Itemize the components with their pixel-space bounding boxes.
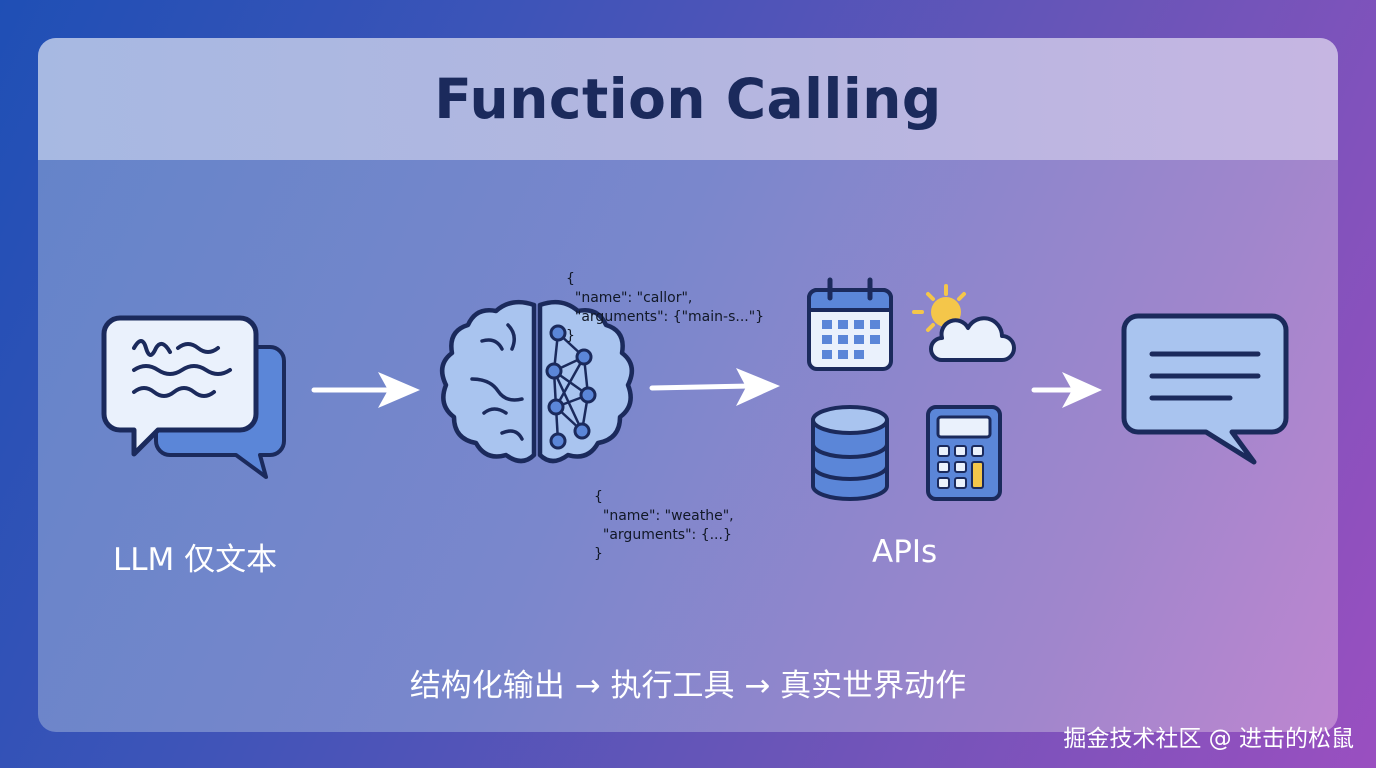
chat-bubbles-icon bbox=[101, 315, 286, 479]
arrow-right-icon bbox=[1031, 372, 1102, 408]
calculator-icon bbox=[926, 405, 1002, 501]
title-band: Function Calling bbox=[38, 38, 1338, 160]
sun-cloud-icon bbox=[912, 284, 1016, 362]
apis-label: APIs bbox=[872, 534, 938, 570]
diagram-title: Function Calling bbox=[434, 67, 942, 131]
arrow-right-icon bbox=[649, 368, 780, 406]
brain-network-icon bbox=[439, 299, 635, 464]
watermark: 掘金技术社区 @ 进击的松鼠 bbox=[1063, 726, 1354, 752]
code-snippet-bottom: { "name": "weathe", "arguments": {...}} bbox=[594, 489, 734, 562]
database-icon bbox=[811, 405, 889, 501]
message-bubble-icon bbox=[1121, 313, 1289, 465]
code-snippet-top: { "name": "callor", "arguments": {"main-… bbox=[566, 271, 765, 344]
calendar-icon bbox=[807, 277, 893, 371]
arrow-right-icon bbox=[311, 372, 420, 408]
flow-caption: 结构化输出 → 执行工具 → 真实世界动作 bbox=[409, 668, 967, 704]
llm-label: LLM 仅文本 bbox=[113, 542, 278, 578]
